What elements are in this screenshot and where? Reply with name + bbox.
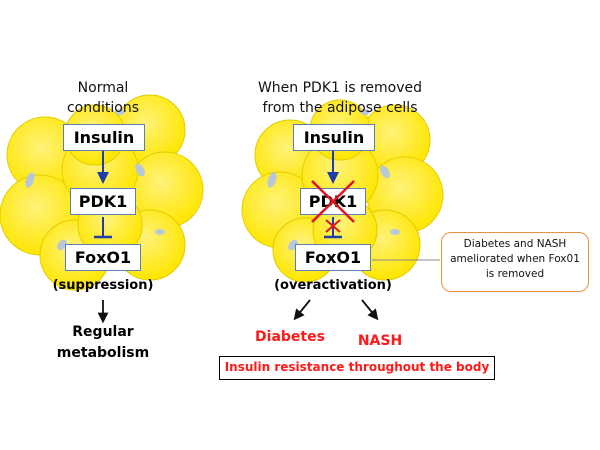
left-heading-line2: conditions <box>66 100 140 116</box>
right-heading-line1: When PDK1 is removed <box>257 80 423 96</box>
nash-label: NASH <box>357 333 403 349</box>
insulin-resistance-label: Insulin resistance throughout the body <box>224 360 490 374</box>
callout-line3: is removed <box>485 268 545 280</box>
foxo1-box: FoxO1 <box>295 244 371 271</box>
right-heading-line2: from the adipose cells <box>262 100 418 116</box>
right-foxo1-state: (overactivation) <box>274 278 392 293</box>
cell-nucleus <box>115 109 125 115</box>
outcome-line1: Regular <box>72 324 134 340</box>
cell-nucleus <box>25 172 35 188</box>
cell-nucleus <box>360 109 370 115</box>
callout-line2: ameliorated when Fox01 <box>450 253 580 265</box>
to-diabetes-arrow <box>293 299 311 321</box>
pdk1-box: PDK1 <box>70 188 136 215</box>
cell-nucleus <box>390 229 400 235</box>
left-foxo1-state: (suppression) <box>52 278 154 293</box>
insulin-resistance-box: Insulin resistance throughout the body <box>219 356 495 380</box>
insulin-box: Insulin <box>63 124 145 151</box>
to-nash-arrow <box>361 299 379 321</box>
outcome-line2: metabolism <box>56 345 150 361</box>
cell-nucleus <box>57 239 67 251</box>
cell-nucleus <box>380 165 390 179</box>
cell-nucleus <box>267 172 277 188</box>
cell-nucleus <box>135 163 145 177</box>
callout-box: Diabetes and NASH ameliorated when Fox01… <box>441 232 589 292</box>
left-heading-line1: Normal <box>77 80 129 96</box>
callout-line1: Diabetes and NASH <box>463 238 567 250</box>
cell-nucleus <box>155 229 165 235</box>
inhibition-removed-cross <box>325 219 341 233</box>
insulin-box: Insulin <box>293 124 375 151</box>
diabetes-label: Diabetes <box>255 329 325 345</box>
foxo1-box: FoxO1 <box>65 244 141 271</box>
pdk1-removed-cross <box>311 180 355 223</box>
